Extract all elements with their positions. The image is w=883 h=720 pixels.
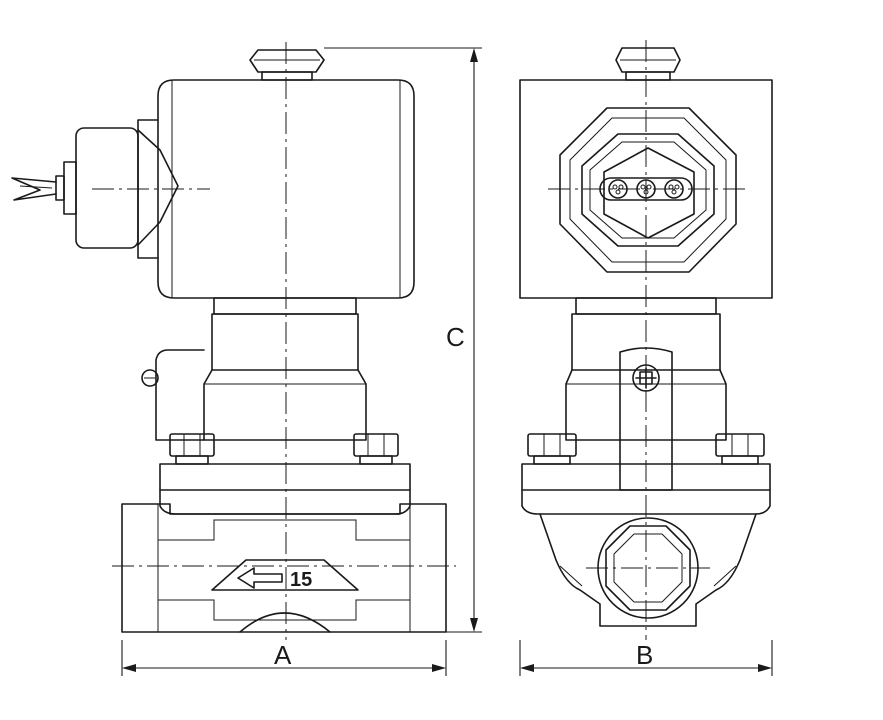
front-valve-body: 15: [121, 503, 447, 633]
side-view: [519, 40, 773, 640]
front-view: 15: [11, 42, 456, 640]
dimension-a-label: A: [274, 640, 292, 670]
front-side-lug: [141, 349, 205, 441]
body-marking: 15: [290, 569, 312, 591]
side-top-nut: [615, 47, 681, 81]
front-bolt-right: [353, 433, 399, 465]
dimension-c-label: C: [446, 322, 465, 352]
side-valve-body: [539, 513, 757, 627]
front-top-nut: [249, 49, 325, 81]
front-stem: [203, 297, 367, 441]
side-bolt-left: [527, 433, 577, 465]
dimension-a: A: [121, 640, 447, 676]
side-bolt-right: [715, 433, 765, 465]
front-bonnet: [159, 463, 411, 515]
side-connector-face: [559, 107, 737, 273]
dimension-b: B: [519, 640, 773, 676]
dimension-b-label: B: [636, 640, 653, 670]
dimension-c: C: [324, 47, 482, 633]
flow-arrow-icon: [237, 567, 283, 589]
front-bolt-left: [169, 433, 215, 465]
